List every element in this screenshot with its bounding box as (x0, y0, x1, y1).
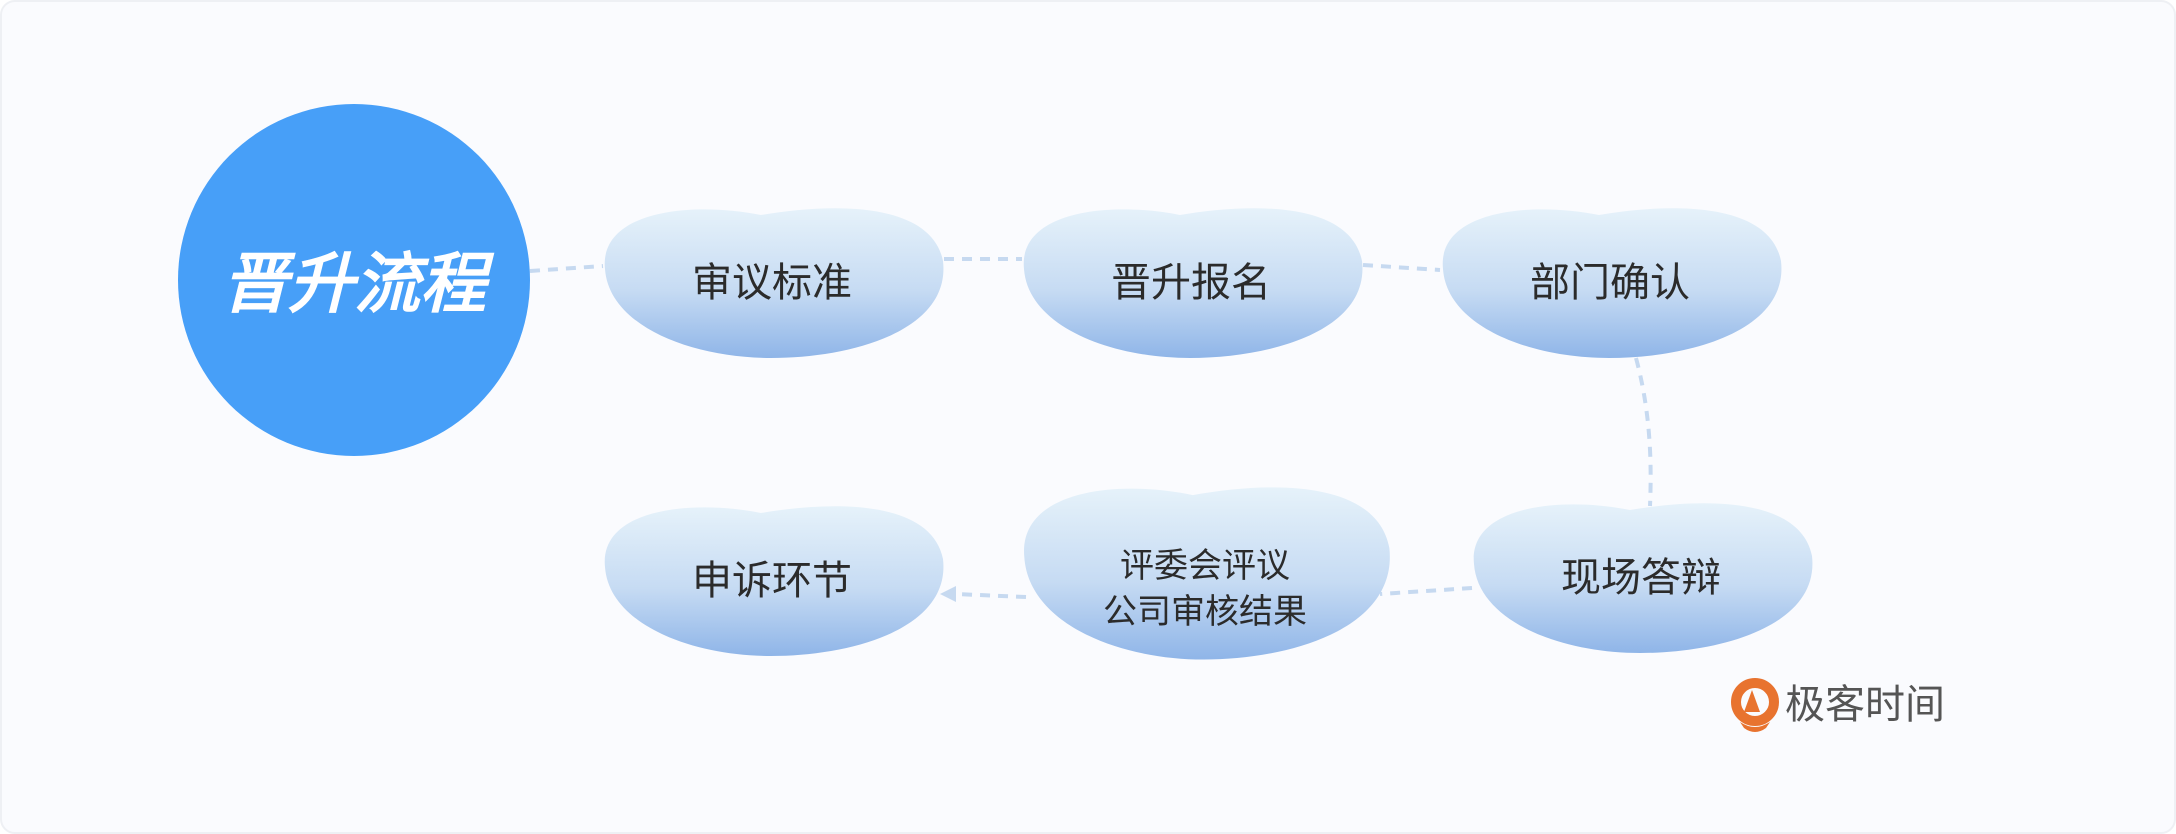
step-label: 审议标准 (692, 260, 852, 306)
step-node-6: 申诉环节 (604, 506, 944, 656)
step-label-line1: 评委会评议 (1120, 546, 1290, 586)
connector-step4-step5 (1379, 586, 1473, 596)
title-node: 晋升流程 (178, 104, 530, 456)
step-label: 现场答辩 (1561, 555, 1721, 601)
step-node-1: 审议标准 (604, 208, 944, 358)
step-label: 部门确认 (1530, 260, 1690, 306)
step-label: 申诉环节 (692, 558, 852, 604)
arrowhead-icon (940, 586, 956, 602)
connector-step2-step3 (1362, 263, 1441, 272)
geektime-logo-icon (1731, 678, 1779, 732)
connector-title-step1 (529, 264, 604, 273)
brand-name: 极客时间 (1785, 682, 1945, 728)
step-node-3: 部门确认 (1442, 208, 1782, 358)
step-node-4: 现场答辩 (1473, 503, 1813, 653)
connector-step3-step4 (1634, 357, 1653, 507)
title-text: 晋升流程 (222, 246, 495, 323)
connector-step5-step6 (954, 592, 1027, 599)
step-label: 晋升报名 (1111, 260, 1271, 306)
step-label-line2: 公司审核结果 (1103, 592, 1307, 632)
step-node-2: 晋升报名 (1023, 208, 1363, 358)
title-circle (178, 104, 530, 456)
brand-logo: 极客时间 (1731, 678, 1945, 732)
